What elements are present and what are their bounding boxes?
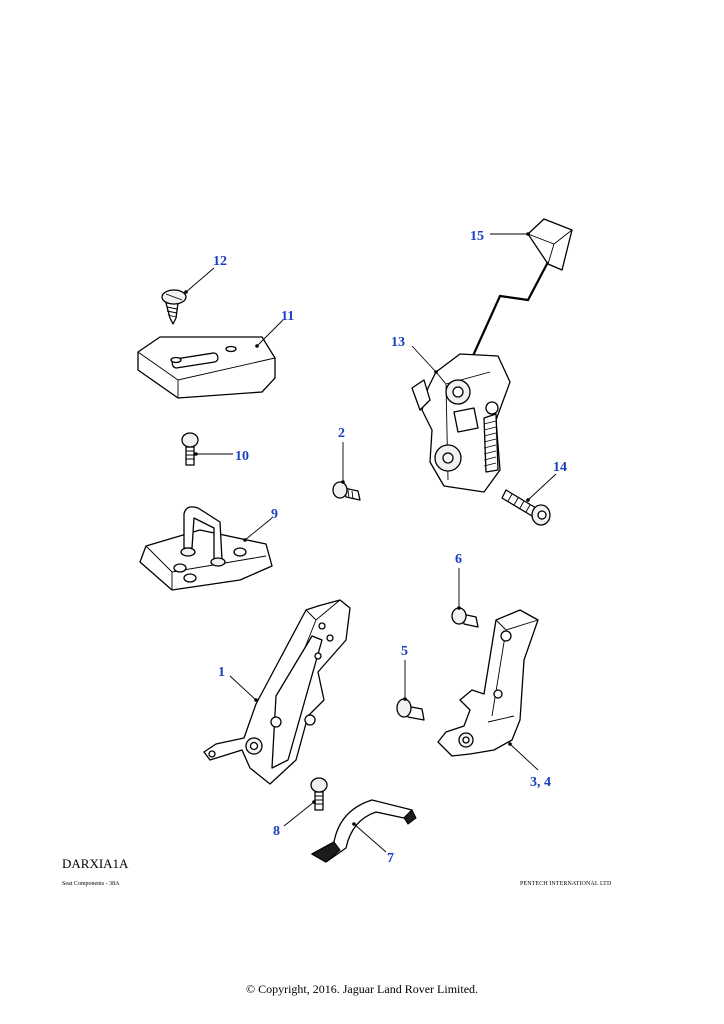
callout-7: 7 bbox=[387, 851, 394, 866]
part-8-bolt bbox=[310, 777, 328, 811]
leader-8 bbox=[283, 801, 315, 827]
part-13-latch bbox=[411, 261, 549, 493]
part-10-bolt bbox=[181, 432, 199, 466]
callout-14: 14 bbox=[553, 460, 567, 475]
callout-10: 10 bbox=[235, 449, 249, 464]
callout-3-4: 3, 4 bbox=[530, 775, 551, 790]
callout-15: 15 bbox=[470, 229, 484, 244]
copyright-notice: © Copyright, 2016. Jaguar Land Rover Lim… bbox=[245, 982, 479, 996]
part-3-4-bracket bbox=[437, 609, 539, 757]
part-5-bolt bbox=[396, 698, 425, 721]
leader-1 bbox=[229, 675, 257, 701]
leader-13 bbox=[411, 345, 437, 373]
part-15-knob bbox=[527, 218, 573, 271]
part-1-hinge bbox=[203, 599, 351, 785]
leader-11 bbox=[256, 319, 284, 347]
part-2-bolt bbox=[332, 481, 361, 501]
leader-3-4 bbox=[509, 743, 539, 771]
callout-12: 12 bbox=[213, 254, 227, 269]
callout-11: 11 bbox=[281, 309, 294, 324]
callout-1: 1 bbox=[218, 665, 225, 680]
callout-2: 2 bbox=[338, 426, 345, 441]
leader-7 bbox=[353, 823, 387, 853]
callout-8: 8 bbox=[273, 824, 280, 839]
callout-6: 6 bbox=[455, 552, 462, 567]
diagram-caption: Seat Components - 38A bbox=[62, 881, 120, 887]
callout-9: 9 bbox=[271, 507, 278, 522]
callout-5: 5 bbox=[401, 644, 408, 659]
callout-13: 13 bbox=[391, 335, 405, 350]
leader-9 bbox=[244, 517, 273, 541]
part-12-screw bbox=[161, 289, 187, 325]
part-7-strap bbox=[310, 799, 417, 863]
diagram-reference-code: DARXIA1A bbox=[62, 856, 129, 871]
part-14-bolt bbox=[501, 489, 551, 526]
part-11-pad bbox=[137, 336, 276, 399]
leader-12 bbox=[185, 267, 215, 293]
part-9-striker bbox=[139, 506, 273, 591]
leader-14 bbox=[527, 473, 557, 501]
part-6-bolt bbox=[451, 607, 479, 628]
company-name: PENTECH INTERNATIONAL LTD bbox=[520, 881, 612, 887]
